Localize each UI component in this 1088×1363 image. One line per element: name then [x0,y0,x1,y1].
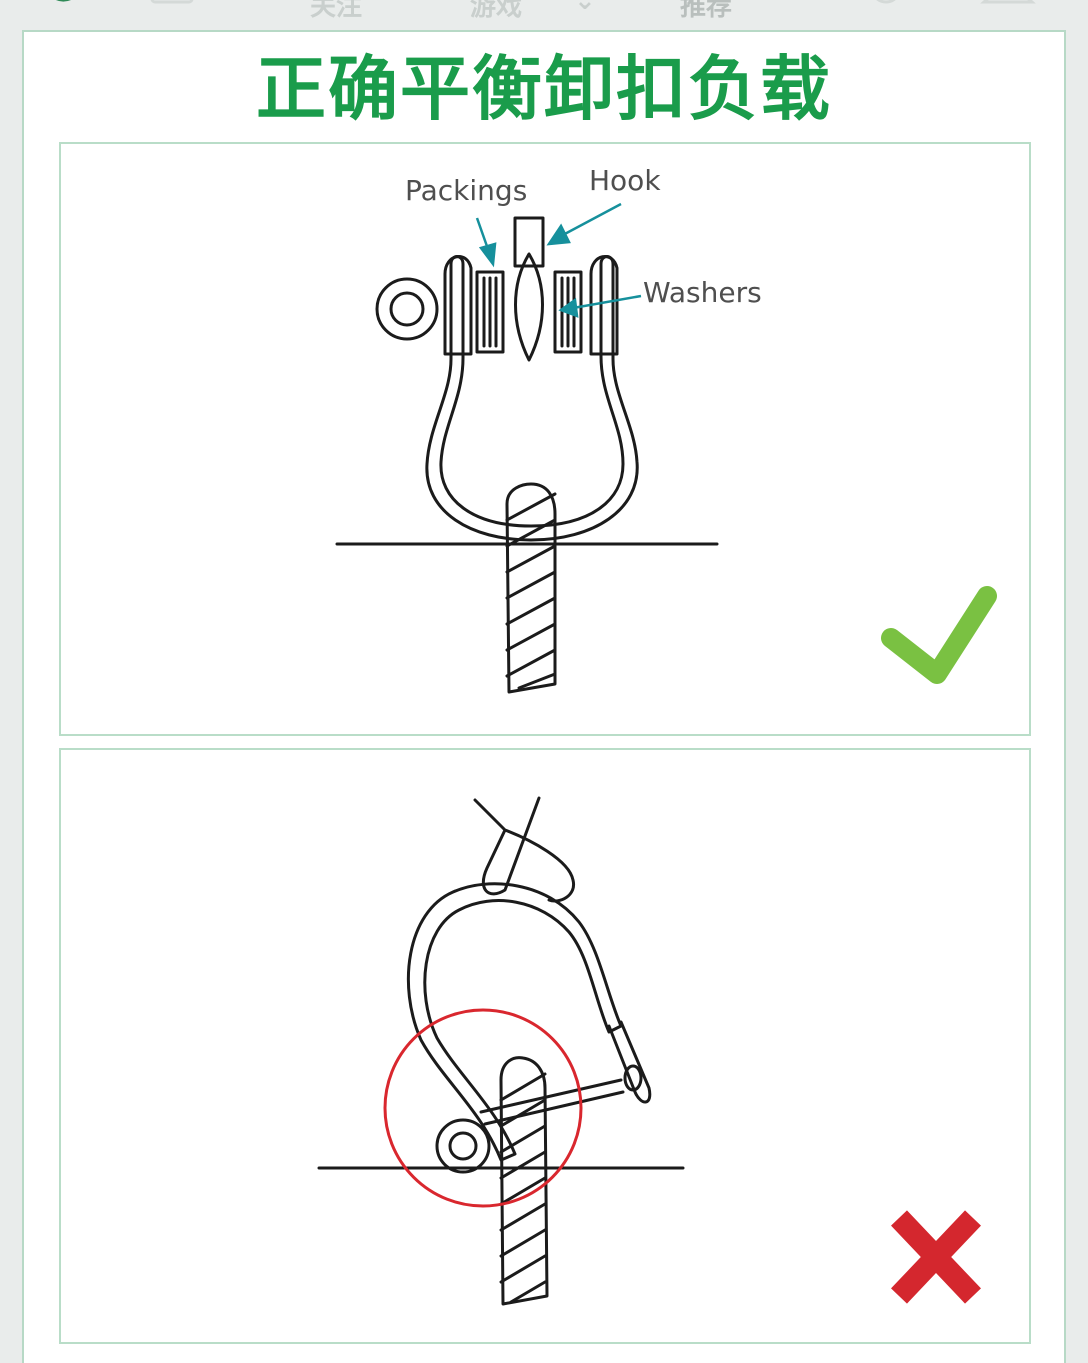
clipboard-icon[interactable] [148,0,194,16]
profile-icon[interactable] [980,0,1036,16]
checkmark-icon [881,586,997,684]
shackle-body [406,882,623,1162]
hook-tip [514,252,544,362]
nav-tab-games[interactable]: 游戏 [470,0,523,22]
chevron-down-icon[interactable]: ⌄ [574,0,596,16]
correct-load-panel: Packings Hook Washers [59,142,1031,736]
top-nav-bar: 关注 游戏 ⌄ 推荐 [0,0,1088,22]
app-logo-icon [48,0,78,16]
balanced-shackle-illustration [335,202,997,694]
packing-left [475,270,505,354]
packing-right [553,270,583,354]
hook-arrow [560,202,622,238]
hook-shank [513,216,545,268]
packings-label: Packings [405,174,528,207]
shackle-body [425,255,639,542]
page-title: 正确平衡卸扣负载 [256,48,832,130]
shackle-pin [479,1078,625,1126]
incorrect-load-panel [59,748,1031,1344]
shackle-left-eye [435,1118,491,1174]
unbalanced-shackle-illustration [317,796,981,1306]
hook [473,796,576,903]
cross-icon [891,1210,981,1304]
search-icon[interactable] [866,0,896,16]
nav-tab-follow[interactable]: 关注 [310,0,363,22]
problem-highlight-circle [383,1008,583,1208]
rope [499,1056,549,1306]
nav-tab-recommend[interactable]: 推荐 [680,0,733,22]
rope [505,482,557,694]
hook-label: Hook [589,164,661,197]
shackle-left-eye [375,277,439,341]
washers-arrow [572,294,642,310]
washers-label: Washers [643,276,762,309]
